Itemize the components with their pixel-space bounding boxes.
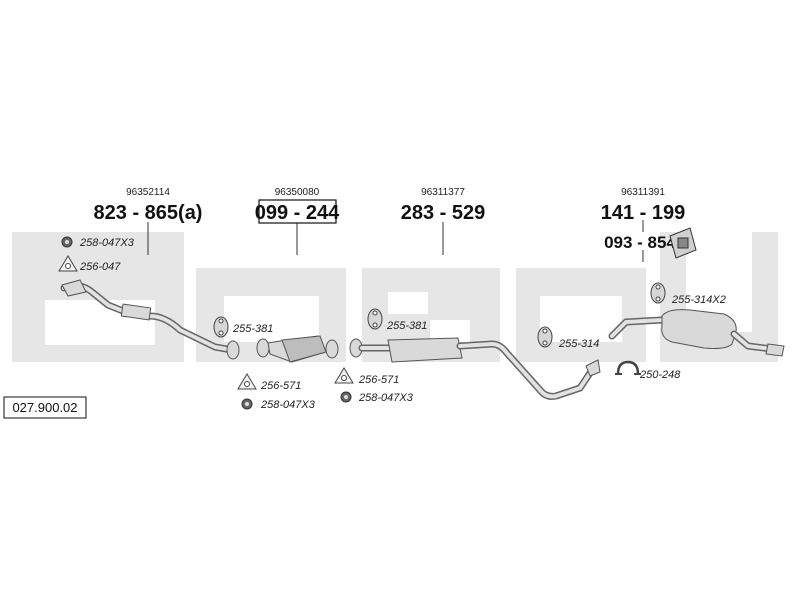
oe-number: 96352114 xyxy=(126,187,170,198)
part-number-secondary: 093 - 854 xyxy=(604,233,676,252)
part-number: 823 - 865(a) xyxy=(94,202,203,224)
accessory-label: 256-571 xyxy=(358,374,399,386)
oe-number: 96311377 xyxy=(421,187,465,198)
part-number-box xyxy=(258,199,337,224)
rubber-mount-icon xyxy=(213,316,229,338)
nut-icon xyxy=(61,236,73,248)
clamp-icon xyxy=(615,360,641,375)
gasket-icon xyxy=(237,373,257,390)
accessory-label: 255-314 xyxy=(558,338,599,350)
part-number: 141 - 199 xyxy=(601,202,686,224)
accessory-label: 255-381 xyxy=(386,320,427,332)
reference-number: 027.900.02 xyxy=(12,400,77,415)
accessory-label: 255-314X2 xyxy=(671,294,726,306)
accessory-label: 258-047X3 xyxy=(260,399,316,411)
gasket-icon xyxy=(58,255,78,272)
catalytic-converter xyxy=(256,335,339,363)
accessory-label: 250-248 xyxy=(639,369,681,381)
rubber-mount-icon xyxy=(650,282,666,304)
accessory-label: 256-047 xyxy=(79,261,121,273)
rubber-mount-icon xyxy=(537,326,553,348)
rubber-mount-icon xyxy=(367,308,383,330)
oe-number: 96311391 xyxy=(621,187,665,198)
accessory-label: 258-047X3 xyxy=(79,237,135,249)
accessory-label: 256-571 xyxy=(260,380,301,392)
gasket-icon xyxy=(334,367,354,384)
part-number: 283 - 529 xyxy=(401,202,486,224)
rear-silencer xyxy=(608,309,785,357)
nut-icon xyxy=(241,398,253,410)
front-pipe xyxy=(60,279,240,360)
accessory-label: 258-047X3 xyxy=(358,392,414,404)
nut-icon xyxy=(340,391,352,403)
part-number: 099 - 244 xyxy=(255,202,340,224)
hanger-bracket-icon xyxy=(669,227,697,259)
accessory-label: 255-381 xyxy=(232,323,273,335)
reference-box xyxy=(3,396,87,419)
oe-number: 96350080 xyxy=(275,187,320,198)
middle-pipe-with-silencer xyxy=(349,337,601,400)
